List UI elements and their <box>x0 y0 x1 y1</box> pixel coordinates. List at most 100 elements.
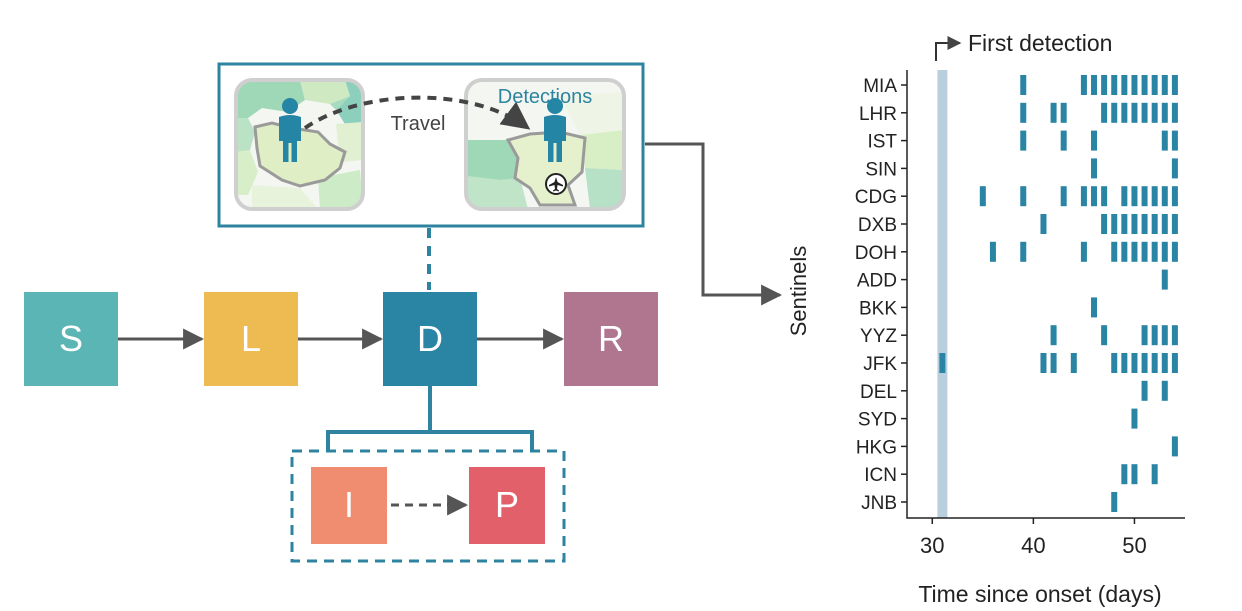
y-tick-label-dxb: DXB <box>858 215 897 236</box>
detection-mark-jfk-53 <box>1161 353 1168 373</box>
y-tick-label-yyz: YYZ <box>860 326 897 347</box>
compartment-s: S <box>24 292 118 386</box>
detection-mark-jfk-50 <box>1131 353 1138 373</box>
detection-mark-mia-53 <box>1161 75 1168 95</box>
detection-mark-lhr-52 <box>1151 102 1158 123</box>
y-tick-label-lhr: LHR <box>859 104 897 125</box>
detection-mark-del-53 <box>1161 380 1168 401</box>
detection-mark-cdg-52 <box>1151 186 1158 207</box>
compartment-p-label: P <box>495 484 519 525</box>
travel-arc <box>303 95 531 130</box>
detection-mark-lhr-51 <box>1141 102 1148 123</box>
detection-mark-yyz-47 <box>1101 325 1108 346</box>
y-axis-label: Sentinels <box>786 246 811 337</box>
detection-mark-doh-52 <box>1151 241 1158 262</box>
x-tick-label-40: 40 <box>1021 533 1045 558</box>
compartment-l: L <box>204 292 298 386</box>
detection-mark-cdg-50 <box>1131 186 1138 207</box>
detection-mark-doh-48 <box>1111 241 1118 262</box>
first-detection-annotation: First detection <box>935 30 1112 61</box>
detection-mark-jfk-51 <box>1141 353 1148 373</box>
detection-mark-icn-52 <box>1151 464 1158 485</box>
compartment-d: D <box>383 292 477 386</box>
detection-mark-dxb-53 <box>1161 214 1168 234</box>
detection-mark-dxb-54 <box>1171 214 1178 234</box>
compartment-s-label: S <box>59 318 83 359</box>
detection-mark-bkk-46 <box>1091 297 1098 318</box>
detection-mark-jnb-48 <box>1111 492 1118 512</box>
detection-mark-lhr-47 <box>1101 102 1108 123</box>
y-tick-label-syd: SYD <box>858 410 897 431</box>
compartment-l-label: L <box>241 318 261 359</box>
chart-axis-lines <box>906 70 1185 519</box>
x-tick-label-30: 30 <box>920 533 944 558</box>
detection-mark-cdg-49 <box>1121 186 1128 207</box>
detection-mark-jfk-54 <box>1171 353 1178 373</box>
detection-mark-hkg-54 <box>1171 436 1178 457</box>
detection-mark-mia-52 <box>1151 75 1158 95</box>
detection-mark-doh-53 <box>1161 241 1168 262</box>
ip-subgroup-frame <box>290 449 566 563</box>
y-tick-label-icn: ICN <box>864 465 897 486</box>
detection-mark-yyz-54 <box>1171 325 1178 346</box>
detection-mark-icn-50 <box>1131 464 1138 485</box>
detection-mark-mia-49 <box>1121 75 1128 95</box>
detection-mark-dxb-50 <box>1131 214 1138 234</box>
first-detection-label: First detection <box>968 30 1112 56</box>
detection-mark-mia-39 <box>1020 75 1027 95</box>
detection-mark-mia-46 <box>1091 75 1098 95</box>
detection-mark-doh-54 <box>1171 241 1178 262</box>
detection-mark-yyz-51 <box>1141 325 1148 346</box>
detection-mark-lhr-49 <box>1121 102 1128 123</box>
person-icon <box>279 98 301 162</box>
detection-mark-lhr-50 <box>1131 102 1138 123</box>
first-detection-band <box>937 70 948 518</box>
detection-mark-jfk-52 <box>1151 353 1158 373</box>
person-icon <box>544 98 566 162</box>
detection-mark-lhr-48 <box>1111 102 1118 123</box>
x-axis-label: Time since onset (days) <box>918 581 1161 607</box>
detection-mark-jfk-41 <box>1040 353 1047 373</box>
detection-mark-syd-50 <box>1131 408 1138 429</box>
detection-mark-mia-48 <box>1111 75 1118 95</box>
detection-mark-lhr-39 <box>1020 102 1027 123</box>
detection-mark-lhr-54 <box>1171 102 1178 123</box>
detection-mark-mia-51 <box>1141 75 1148 95</box>
detection-mark-ist-39 <box>1020 130 1027 151</box>
origin-map <box>236 80 363 209</box>
x-tick-label-50: 50 <box>1122 533 1146 558</box>
y-tick-label-hkg: HKG <box>856 437 897 458</box>
detection-mark-del-51 <box>1141 380 1148 401</box>
detection-mark-yyz-53 <box>1161 325 1168 346</box>
airplane-icon <box>545 173 567 195</box>
compartment-d-label: D <box>417 318 443 359</box>
d-subgroup-bracket <box>326 386 534 450</box>
detection-mark-jfk-31 <box>939 353 946 373</box>
detection-mark-ist-43 <box>1060 130 1067 151</box>
detection-mark-add-53 <box>1161 269 1168 290</box>
y-tick-label-ist: IST <box>867 132 897 153</box>
detection-mark-doh-45 <box>1080 241 1087 262</box>
detection-mark-cdg-46 <box>1091 186 1098 207</box>
detection-mark-mia-50 <box>1131 75 1138 95</box>
detection-mark-mia-45 <box>1080 75 1087 95</box>
compartment-i: I <box>311 467 387 544</box>
detection-mark-cdg-43 <box>1060 186 1067 207</box>
y-tick-label-doh: DOH <box>855 243 897 264</box>
y-tick-label-jnb: JNB <box>861 493 897 514</box>
compartment-p: P <box>469 467 545 544</box>
detection-mark-ist-53 <box>1161 130 1168 151</box>
panel-to-chart-arrow <box>645 142 783 306</box>
detection-mark-lhr-53 <box>1161 102 1168 123</box>
detection-mark-cdg-39 <box>1020 186 1027 207</box>
detection-mark-jfk-48 <box>1111 353 1118 373</box>
travel-label: Travel <box>391 113 446 135</box>
detection-mark-doh-39 <box>1020 241 1027 262</box>
detection-mark-cdg-51 <box>1141 186 1148 207</box>
y-tick-label-sin: SIN <box>865 159 897 180</box>
detection-mark-lhr-42 <box>1050 102 1057 123</box>
detection-mark-sin-54 <box>1171 158 1178 179</box>
detection-mark-doh-51 <box>1141 241 1148 262</box>
detection-mark-cdg-53 <box>1161 186 1168 207</box>
